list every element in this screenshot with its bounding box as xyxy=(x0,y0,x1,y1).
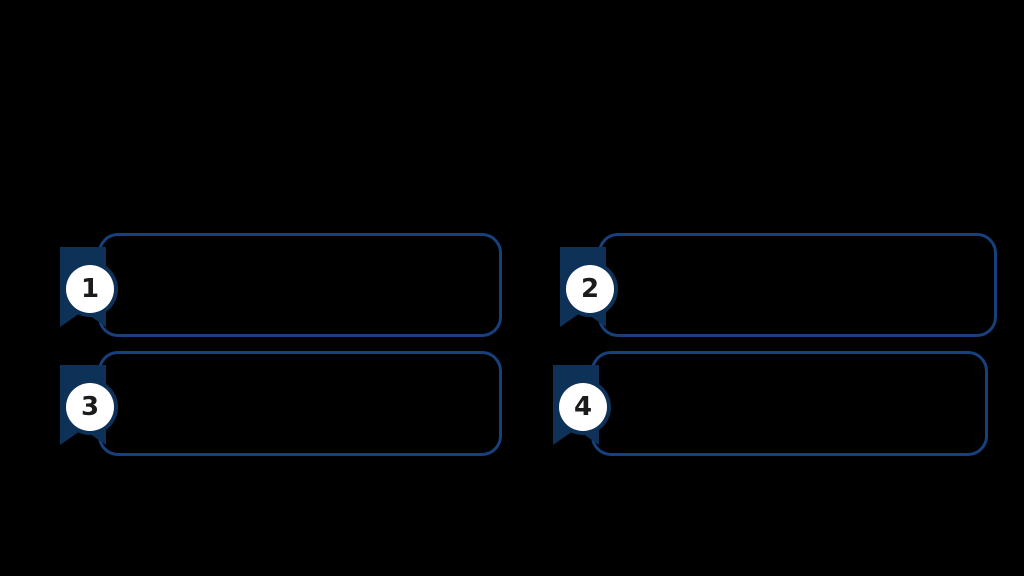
card-body-1 xyxy=(158,249,478,323)
badge-inner-circle-icon xyxy=(66,265,114,313)
badge-3: 3 xyxy=(58,363,130,447)
badge-4: 4 xyxy=(551,363,623,447)
badge-inner-circle-icon xyxy=(559,383,607,431)
numbered-card-1[interactable]: 1 xyxy=(58,233,502,337)
numbered-card-2[interactable]: 2 xyxy=(558,233,997,337)
badge-1: 1 xyxy=(58,245,130,329)
badge-inner-circle-icon xyxy=(566,265,614,313)
numbered-card-4[interactable]: 4 xyxy=(551,351,988,456)
card-body-4 xyxy=(651,367,964,442)
numbered-card-3[interactable]: 3 xyxy=(58,351,502,456)
card-body-3 xyxy=(158,367,478,442)
badge-inner-circle-icon xyxy=(66,383,114,431)
card-body-2 xyxy=(658,249,973,323)
badge-2: 2 xyxy=(558,245,630,329)
